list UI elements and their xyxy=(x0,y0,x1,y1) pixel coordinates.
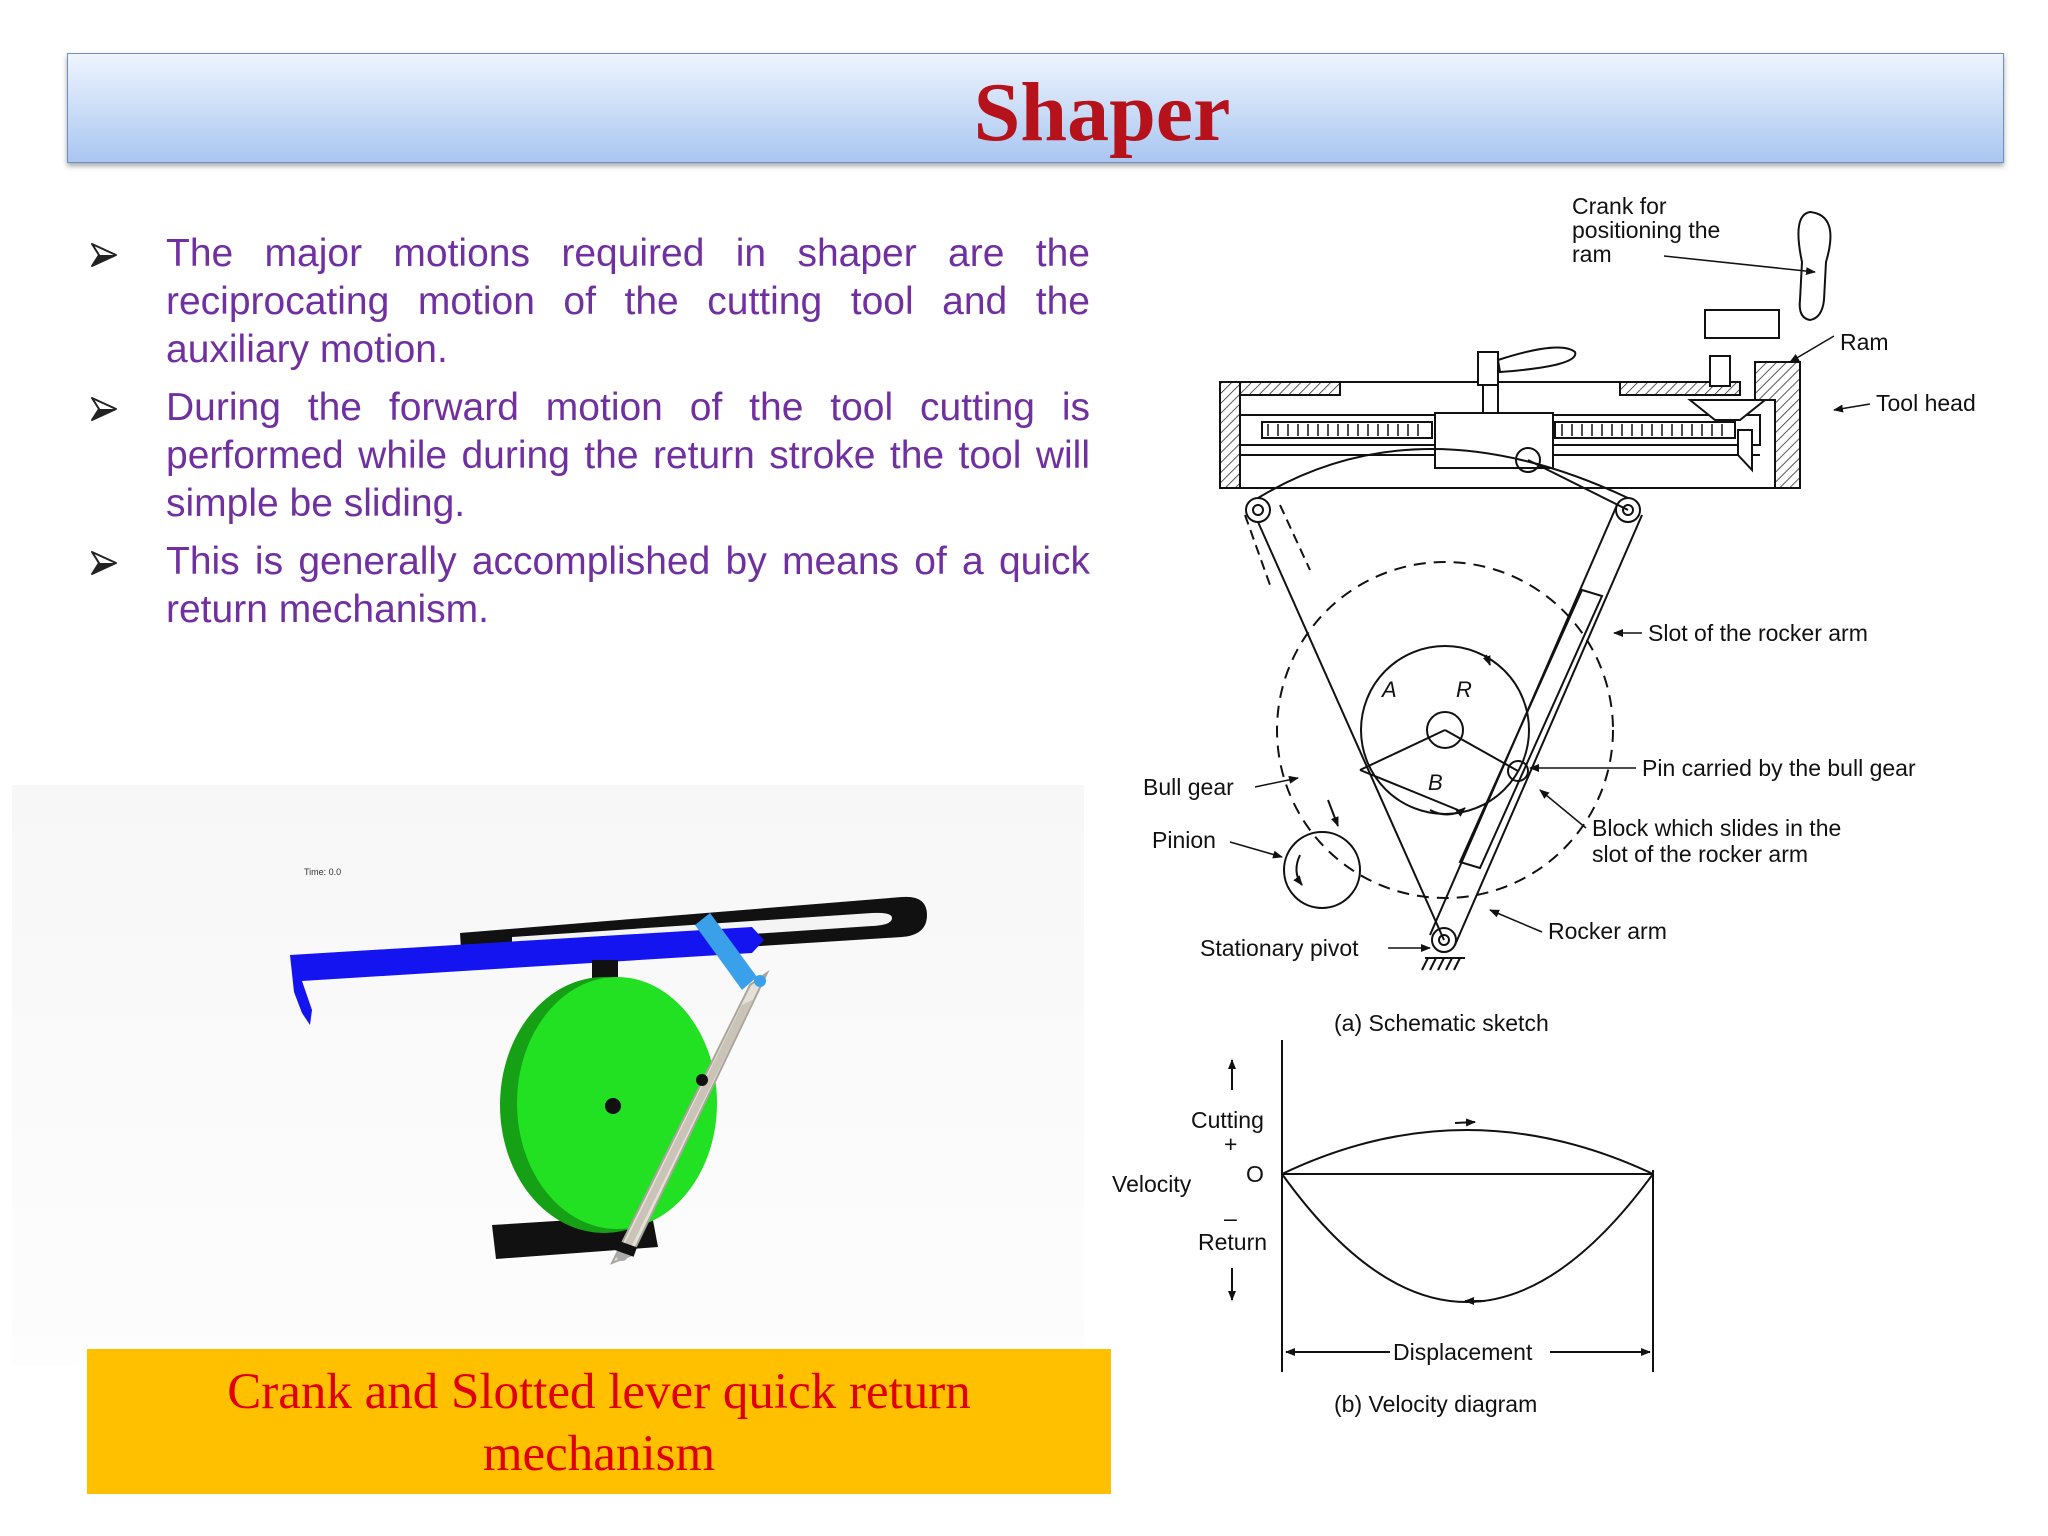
return-curve xyxy=(1281,1173,1654,1303)
cutting-curve xyxy=(1281,1129,1654,1175)
label-origin: O xyxy=(1246,1161,1264,1187)
bullet-text: This is generally accomplished by means … xyxy=(166,540,1090,631)
bullet-text: During the forward motion of the tool cu… xyxy=(166,386,1090,525)
schematic-caption: (a) Schematic sketch xyxy=(1334,1010,1549,1036)
rocker-linkage xyxy=(1244,447,1643,971)
label-return: Return xyxy=(1198,1229,1267,1255)
caption-line: mechanism xyxy=(482,1426,716,1482)
label-plus: + xyxy=(1224,1131,1237,1157)
caption-text: Crank and Slotted lever quick return mec… xyxy=(87,1361,1111,1485)
velocity-diagram xyxy=(1228,1040,1654,1372)
bull-gear-diagram xyxy=(1276,561,1614,909)
time-label: Time: 0.0 xyxy=(304,867,341,877)
label-bull-gear: Bull gear xyxy=(1143,774,1234,800)
label-block-line1: Block which slides in the xyxy=(1592,815,1841,841)
mechanism-animation: Time: 0.0 xyxy=(12,785,1084,1365)
label-rocker-arm: Rocker arm xyxy=(1548,918,1667,944)
label-crank-line2: positioning the xyxy=(1572,217,1720,243)
label-b: B xyxy=(1428,770,1443,795)
bullet-list: The major motions required in shaper are… xyxy=(90,230,1090,644)
label-a: A xyxy=(1380,677,1397,702)
ram xyxy=(290,927,764,1025)
label-cutting: Cutting xyxy=(1191,1107,1264,1133)
label-minus: – xyxy=(1224,1205,1237,1231)
label-slot: Slot of the rocker arm xyxy=(1648,620,1868,646)
mechanism-render: Time: 0.0 xyxy=(290,867,927,1265)
label-pin: Pin carried by the bull gear xyxy=(1642,755,1916,781)
label-tool-head: Tool head xyxy=(1876,390,1976,416)
shaper-schematic: A R B Crank for positioning the ram Ram … xyxy=(1112,193,1976,1417)
crank-link xyxy=(695,913,757,990)
label-velocity: Velocity xyxy=(1112,1171,1192,1197)
arrowhead-bullet-icon xyxy=(91,397,117,421)
label-displacement: Displacement xyxy=(1393,1339,1533,1365)
bullet-item: The major motions required in shaper are… xyxy=(90,230,1090,374)
velocity-caption: (b) Velocity diagram xyxy=(1334,1391,1537,1417)
slide-title: Shaper xyxy=(973,66,1231,159)
ram-block xyxy=(1434,346,1577,469)
label-stationary-pivot: Stationary pivot xyxy=(1200,935,1359,961)
label-pinion: Pinion xyxy=(1152,827,1216,853)
tool-head xyxy=(1687,399,1768,473)
bullet-text: The major motions required in shaper are… xyxy=(166,232,1090,371)
label-crank-line3: ram xyxy=(1572,241,1612,267)
label-r: R xyxy=(1456,677,1472,702)
bullet-item: During the forward motion of the tool cu… xyxy=(90,384,1090,528)
arrowhead-bullet-icon xyxy=(91,551,117,575)
bullet-item: This is generally accomplished by means … xyxy=(90,538,1090,634)
rack-teeth xyxy=(1267,424,1723,436)
caption-box: Crank and Slotted lever quick return mec… xyxy=(87,1349,1111,1494)
label-ram: Ram xyxy=(1840,329,1889,355)
caption-line: Crank and Slotted lever quick return xyxy=(227,1364,971,1420)
label-crank-line1: Crank for xyxy=(1572,193,1667,219)
arrowhead-bullet-icon xyxy=(91,243,117,267)
label-block-line2: slot of the rocker arm xyxy=(1592,841,1808,867)
positioning-crank xyxy=(1704,210,1832,387)
title-bar: Shaper xyxy=(67,53,2004,163)
